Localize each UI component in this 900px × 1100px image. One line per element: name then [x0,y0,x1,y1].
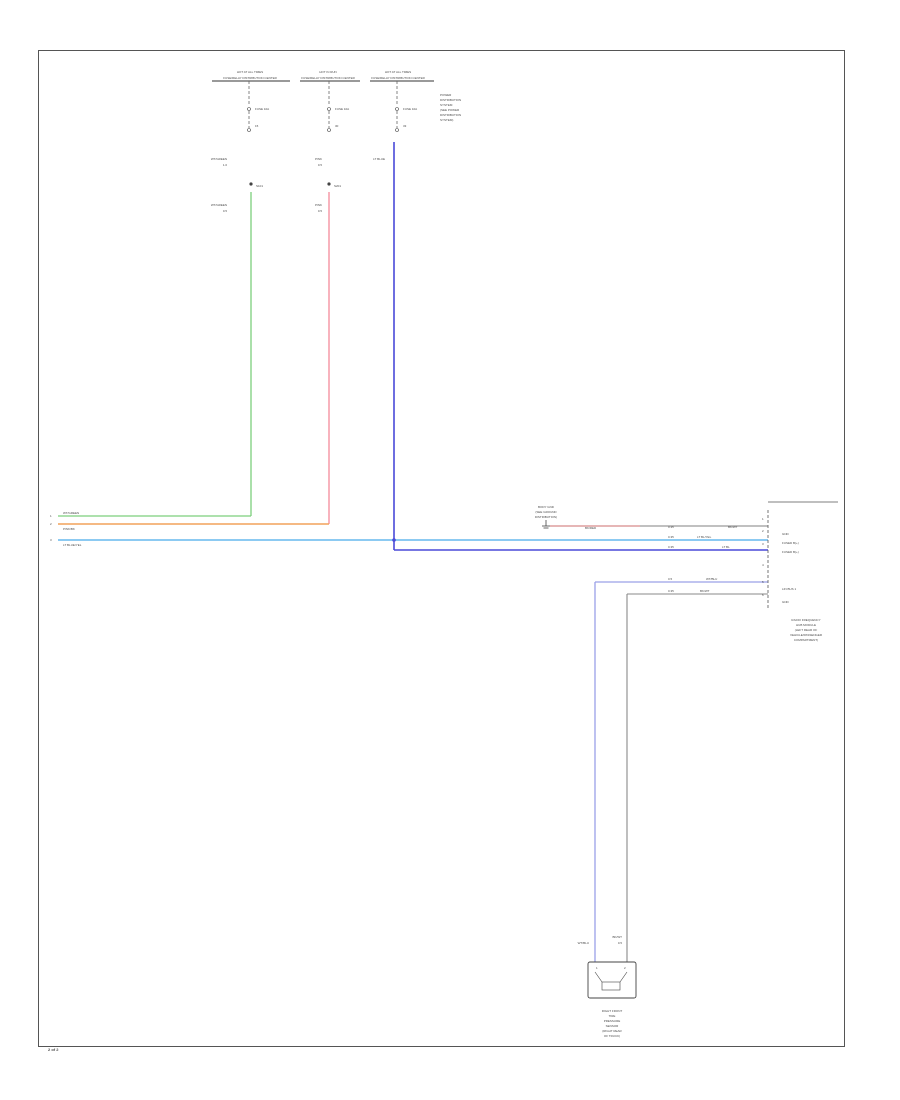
svg-text:0.35: 0.35 [668,525,674,529]
svg-text:(SEE POWER: (SEE POWER [440,108,460,112]
svg-text:BK/WT: BK/WT [613,935,623,939]
svg-text:0.35: 0.35 [668,535,674,539]
rf-hub-module: RADIO FREQUENCY HUB MODULE (LEFT REAR OF… [767,501,838,642]
svg-text:DISTRIBUTION: DISTRIBUTION [440,113,461,117]
fuse-left-name: HOT AT ALL TIMES [237,70,263,74]
svg-text:SENSOR: SENSOR [606,1024,620,1028]
svg-text:LT BL: LT BL [722,545,730,549]
fuse-left-wire-upper: WT/GREEN [211,157,227,161]
svg-text:2: 2 [762,529,764,533]
page-number: 2 of 2 [48,1047,59,1052]
svg-text:0.35: 0.35 [668,545,674,549]
svg-text:FUSED B(+): FUSED B(+) [782,541,799,545]
svg-text:0.5: 0.5 [618,941,623,945]
ground-symbol: BODY GND (SEE GROUND DISTRIBUTION) BK/RE… [535,505,640,530]
fuse-right-name: HOT AT ALL TIMES [385,70,411,74]
svg-text:WT/BLU: WT/BLU [706,577,717,581]
svg-text:WT/GREEN: WT/GREEN [211,203,227,207]
svg-text:VEHICLE/PASSENGER: VEHICLE/PASSENGER [790,633,823,637]
svg-text:1.0: 1.0 [223,163,228,167]
svg-text:LT BL/YEL: LT BL/YEL [697,535,712,539]
svg-text:DISTRIBUTION): DISTRIBUTION) [535,515,557,519]
svg-text:(SEE GROUND: (SEE GROUND [535,510,557,514]
svg-text:SYSTEM): SYSTEM) [440,118,453,122]
svg-text:2: 2 [624,966,626,970]
svg-text:OF TRUCK): OF TRUCK) [604,1034,620,1038]
svg-text:RIGHT FRONT: RIGHT FRONT [602,1009,623,1013]
svg-text:TIRE: TIRE [609,1014,616,1018]
svg-text:4: 4 [762,563,764,567]
fuse-right-rating: FUSE 10A [403,107,417,111]
svg-text:6: 6 [762,593,764,597]
svg-text:WT/BLU: WT/BLU [578,941,589,945]
svg-text:3: 3 [50,538,52,542]
fuse-left-box: FUSE/RELAY DISTRIBUTION CENTER [223,76,277,80]
splice-left: S101 [256,184,263,188]
svg-text:0.5: 0.5 [318,163,323,167]
fuse-left-rating: FUSE 10A [255,107,269,111]
svg-text:1: 1 [596,966,598,970]
svg-text:(RIGHT REAR: (RIGHT REAR [602,1029,622,1033]
svg-text:5: 5 [762,580,764,584]
svg-text:SYSTEM: SYSTEM [440,103,453,107]
fuse-middle-box: FUSE/RELAY DISTRIBUTION CENTER [301,76,355,80]
wire-label-orange: PINK/BK [63,527,75,531]
splice-middle: S201 [334,184,341,188]
fuse-left: HOT AT ALL TIMES FUSE/RELAY DISTRIBUTION… [211,70,290,213]
wire-label-lightblue: LT BLUE/YEL [63,543,82,547]
svg-text:GND: GND [782,532,790,536]
module-wiring [594,525,768,962]
svg-text:PINK: PINK [315,203,322,207]
power-distribution-note: POWER DISTRIBUTION SYSTEM (SEE POWER DIS… [440,93,461,122]
svg-text:3: 3 [762,542,764,546]
svg-text:LIN BUS 1: LIN BUS 1 [782,587,797,591]
fuse-right: HOT AT ALL TIMES FUSE/RELAY DISTRIBUTION… [370,70,461,161]
svg-text:FUSED B(+): FUSED B(+) [782,550,799,554]
svg-text:COMPARTMENT): COMPARTMENT) [794,638,818,642]
svg-text:GND: GND [782,600,790,604]
left-connector: 1 2 3 WT/GREEN PINK/BK LT BLUE/YEL [50,511,768,547]
ground-wire-label: BK/RED [585,526,597,530]
svg-text:BODY GND: BODY GND [538,505,555,509]
svg-text:0.5: 0.5 [223,209,228,213]
fuse-left-sub: 15 [255,124,259,128]
svg-text:DISTRIBUTION: DISTRIBUTION [440,98,461,102]
svg-text:BK/WT: BK/WT [700,589,710,593]
svg-text:HUB MODULE: HUB MODULE [796,623,816,627]
svg-text:0.5: 0.5 [318,209,323,213]
svg-text:33: 33 [403,124,407,128]
fuse-middle-name: HOT IN RUN [319,70,336,74]
svg-text:0.5: 0.5 [668,577,673,581]
fuse-right-box: FUSE/RELAY DISTRIBUTION CENTER [371,76,425,80]
module-pin-table: 0.35 BK/WT 1 GND 0.35 LT BL/YEL 2 FUSED … [668,517,799,604]
svg-text:30: 30 [335,124,339,128]
svg-text:POWER: POWER [440,93,452,97]
svg-text:2: 2 [50,522,52,526]
diagram-border [38,50,845,1047]
svg-text:PRESSURE: PRESSURE [604,1019,621,1023]
svg-text:PINK: PINK [315,157,322,161]
svg-text:0.35: 0.35 [668,589,674,593]
tire-pressure-sensor: WT/BLU BK/WT 0.5 1 2 RIGHT FRONT TIRE PR… [578,935,637,1038]
svg-text:(LEFT REAR OF: (LEFT REAR OF [795,628,818,632]
fuse-middle: HOT IN RUN FUSE/RELAY DISTRIBUTION CENTE… [300,70,360,213]
svg-text:BK/WT: BK/WT [728,525,738,529]
svg-text:1: 1 [762,517,764,521]
wire-label-green: WT/GREEN [63,511,79,515]
fuse-right-wire: LT BLUE [373,157,385,161]
svg-text:RADIO FREQUENCY: RADIO FREQUENCY [791,618,820,622]
fuse-middle-rating: FUSE 10A [335,107,349,111]
svg-text:1: 1 [50,514,52,518]
